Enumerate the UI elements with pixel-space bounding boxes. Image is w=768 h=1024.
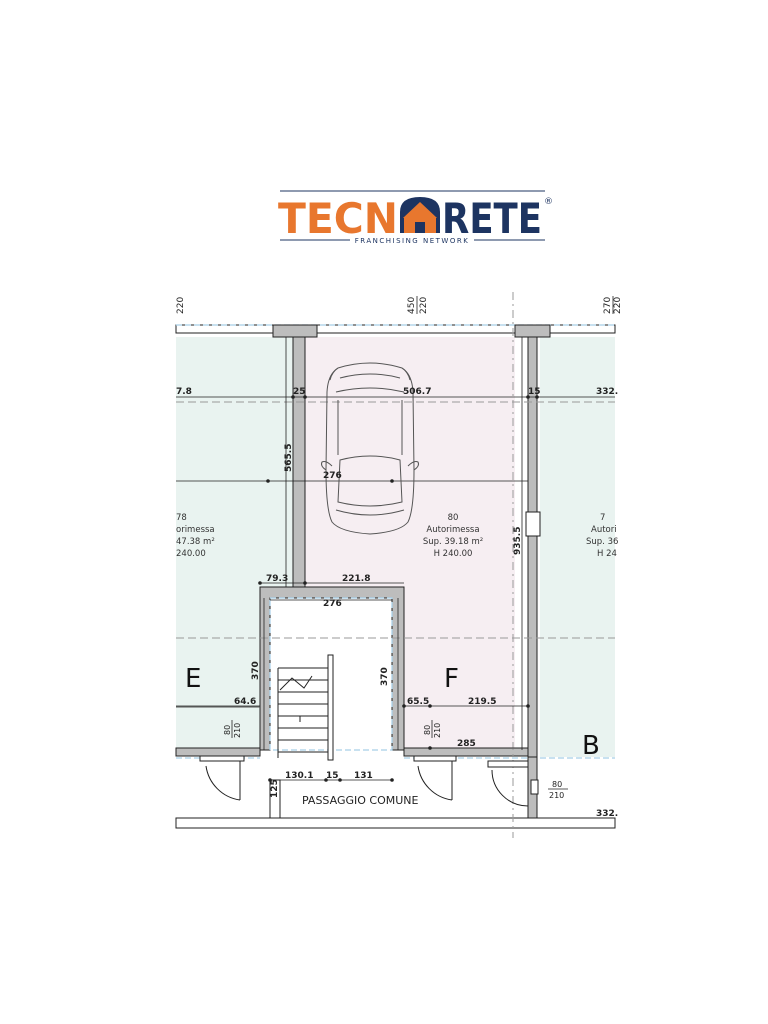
dim-285: 285 bbox=[457, 739, 476, 749]
top-dim-right-upper: 270 bbox=[603, 297, 613, 314]
svg-text:47.38 m²: 47.38 m² bbox=[176, 537, 215, 547]
wall-left-center bbox=[292, 336, 306, 588]
lower-wall-left bbox=[175, 747, 261, 757]
column-top-right bbox=[514, 324, 551, 338]
staircase bbox=[277, 654, 334, 761]
svg-text:7: 7 bbox=[600, 513, 605, 523]
zone-label-e: E bbox=[185, 664, 201, 694]
car-icon bbox=[321, 362, 419, 535]
dim-221-8: 221.8 bbox=[342, 574, 370, 584]
top-dim-mid-upper: 450 bbox=[407, 297, 417, 314]
door-right bbox=[487, 760, 539, 807]
svg-text:210: 210 bbox=[433, 723, 442, 738]
svg-text:Sup. 39.18 m²: Sup. 39.18 m² bbox=[423, 537, 483, 547]
dim-219-5: 219.5 bbox=[468, 697, 496, 707]
svg-text:80: 80 bbox=[552, 780, 562, 789]
dim-15: 15 bbox=[528, 387, 541, 397]
corridor-label: PASSAGGIO COMUNE bbox=[302, 794, 419, 807]
dim-332-bottom: 332. bbox=[596, 809, 618, 819]
dim-15-bottom: 15 bbox=[326, 771, 339, 781]
dim-65-5: 65.5 bbox=[407, 697, 429, 707]
svg-text:80: 80 bbox=[448, 513, 459, 523]
dim-370-left: 370 bbox=[251, 661, 261, 680]
lower-wall-center bbox=[403, 747, 529, 757]
room-label-left: 78 orimessa 47.38 m² 240.00 bbox=[176, 513, 215, 559]
svg-text:Autorimessa: Autorimessa bbox=[426, 525, 479, 535]
dim-64-6: 64.6 bbox=[234, 697, 256, 707]
room-right-fill bbox=[540, 337, 615, 757]
dimension-lines bbox=[176, 337, 615, 818]
svg-text:210: 210 bbox=[549, 791, 564, 800]
svg-text:Sup. 36: Sup. 36 bbox=[586, 537, 618, 547]
door-center bbox=[413, 755, 457, 801]
top-dim-left: 220 bbox=[176, 297, 186, 314]
room-label-right: 7 Autori Sup. 36 H 24 bbox=[586, 513, 618, 559]
dim-506-7: 506.7 bbox=[403, 387, 431, 397]
svg-text:Autori: Autori bbox=[591, 525, 617, 535]
logo-tagline: FRANCHISING NETWORK bbox=[355, 237, 470, 245]
svg-text:78: 78 bbox=[176, 513, 187, 523]
top-dim-mid-lower: 220 bbox=[419, 297, 429, 314]
dim-935-5: 935.5 bbox=[513, 527, 523, 555]
dim-130-1: 130.1 bbox=[285, 771, 313, 781]
dim-276-mid: 276 bbox=[323, 471, 342, 481]
floor-plan: 220 450 220 270 220 7.8 25 506.7 15 332.… bbox=[175, 292, 623, 838]
top-dim-right-lower: 220 bbox=[613, 297, 623, 314]
dim-332-top: 332. bbox=[596, 387, 618, 397]
wall-right-center-pillar bbox=[525, 511, 541, 537]
logo-house-icon bbox=[400, 197, 440, 233]
svg-text:H 240.00: H 240.00 bbox=[434, 549, 473, 559]
door-left bbox=[199, 755, 245, 801]
column-top-left bbox=[272, 324, 318, 338]
logo-registered-mark: ® bbox=[544, 197, 553, 207]
svg-text:80: 80 bbox=[223, 725, 232, 735]
svg-text:210: 210 bbox=[233, 723, 242, 738]
logo-text-left: TECN bbox=[278, 194, 398, 243]
door-size-right: 80 210 bbox=[548, 780, 568, 800]
door-size-left: 80 210 bbox=[223, 720, 242, 738]
dim-7-8: 7.8 bbox=[176, 387, 192, 397]
wall-right-center bbox=[527, 336, 538, 758]
zone-label-b: B bbox=[582, 731, 600, 761]
door-size-center: 80 210 bbox=[423, 720, 442, 738]
room-label-center: 80 Autorimessa Sup. 39.18 m² H 240.00 bbox=[423, 513, 483, 559]
svg-text:H 24: H 24 bbox=[597, 549, 617, 559]
svg-text:240.00: 240.00 bbox=[176, 549, 206, 559]
svg-text:80: 80 bbox=[423, 725, 432, 735]
dim-25: 25 bbox=[293, 387, 306, 397]
dim-125: 125 bbox=[270, 779, 280, 798]
dim-131: 131 bbox=[354, 771, 373, 781]
dim-276-stair: 276 bbox=[323, 599, 342, 609]
logo-text-right: RETE bbox=[442, 194, 542, 243]
dim-565-5: 565.5 bbox=[284, 444, 294, 472]
dimension-ticks bbox=[258, 395, 539, 782]
svg-text:orimessa: orimessa bbox=[176, 525, 215, 535]
dim-370-right: 370 bbox=[380, 667, 390, 686]
zone-label-f: F bbox=[444, 664, 459, 694]
bottom-wall bbox=[175, 817, 616, 829]
corridor-fill bbox=[176, 758, 526, 818]
tecnorete-logo: TECN RETE ® FRANCHISING NETWORK bbox=[278, 190, 553, 245]
dim-79-3: 79.3 bbox=[266, 574, 288, 584]
